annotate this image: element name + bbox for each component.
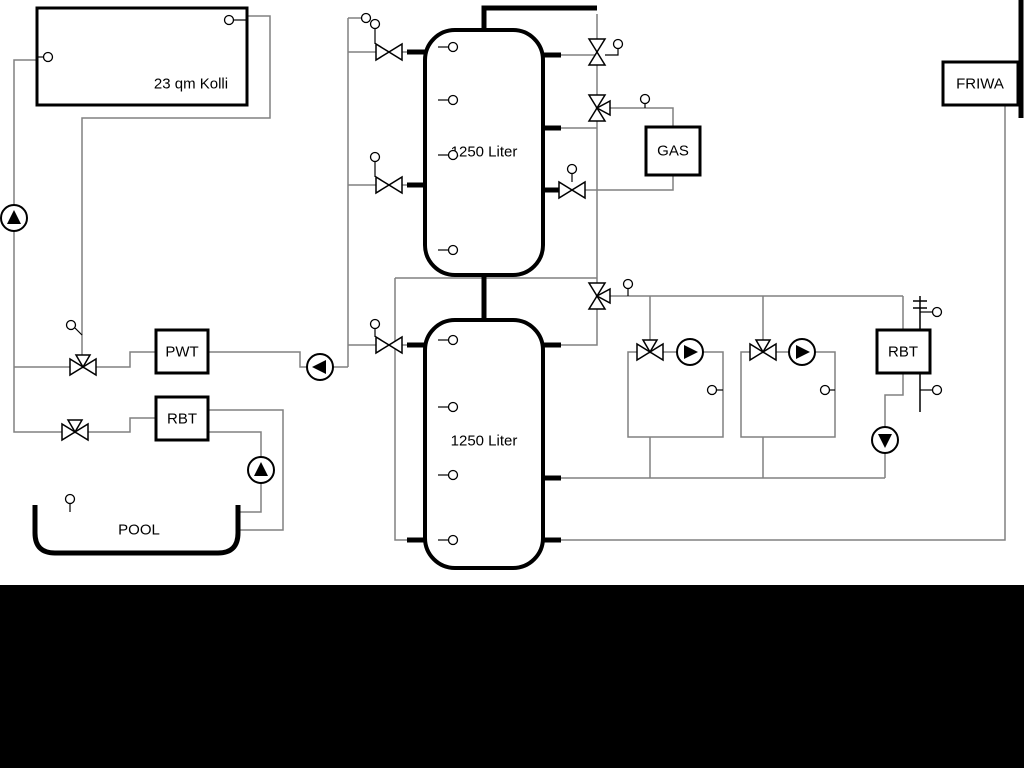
rbt-return-pump-icon <box>871 426 899 454</box>
pipes-thick <box>407 0 1024 543</box>
tank1-sensor-3-icon <box>438 149 459 161</box>
circuit2-sensor-icon <box>819 384 835 396</box>
friwa-box <box>941 60 1020 107</box>
solar-pwt-valve-icon <box>69 354 97 376</box>
components: 23 qm Kolli 1250 Liter 1250 Liter GAS FR… <box>32 6 1020 570</box>
riser-valve-sensor-icon <box>605 38 624 56</box>
tank1-charge-valve-1-icon <box>375 43 403 61</box>
gas-return-valve-icon <box>558 181 586 199</box>
heating-pump-1-icon <box>676 338 704 366</box>
rbt-right-box <box>875 328 932 375</box>
solar-rbt-valve-icon <box>61 419 89 441</box>
pool-pump-icon <box>247 456 275 484</box>
rbt-left-inlet-pipe <box>88 417 156 433</box>
solar-collector-label: 23 qm Kolli <box>154 76 228 93</box>
tank1-sensor-2-icon <box>438 94 459 106</box>
collector-sensor-left-icon <box>37 51 54 63</box>
gas-supply-sensor-icon <box>639 93 651 108</box>
pwt-heat-exchanger-box <box>154 328 210 375</box>
gas-boiler-label: GAS <box>657 143 689 160</box>
rbt-right-top-sensor-icon <box>920 306 943 318</box>
pool-sensor-icon <box>64 493 76 512</box>
pipes-thin <box>13 14 1021 541</box>
tank1-charge-valve-2-icon <box>375 176 403 194</box>
collector-sensor-right-icon <box>223 14 247 26</box>
tank1-sensor-1-icon <box>438 41 459 53</box>
rbt-right-bottom-sensor-icon <box>920 384 943 396</box>
solar-collector-box <box>35 6 249 107</box>
valve1-sensor-icon <box>369 18 381 44</box>
tank2-sensor-2-icon <box>438 401 459 413</box>
tank2-charge-valve-icon <box>375 336 403 354</box>
tank2-sensor-1-icon <box>438 334 459 346</box>
solar-line-sensor-icon <box>65 319 83 336</box>
bottom-black-band <box>0 585 1024 768</box>
heating-loop-2 <box>740 351 836 478</box>
solar-supply-pipe <box>81 15 271 355</box>
tank1-top-header-pipe <box>481 5 597 30</box>
heating-loop-1 <box>627 351 724 478</box>
valve2-sensor-icon <box>369 151 381 177</box>
pool-supply-pipe-low <box>238 483 262 513</box>
circuit1-mixing-valve-icon <box>636 339 664 361</box>
solar-pump-icon <box>0 204 28 232</box>
gas-return-sensor-icon <box>566 163 578 182</box>
circuit1-sensor-icon <box>706 384 723 396</box>
hot-riser-valve-icon <box>588 38 606 66</box>
pool-label: POOL <box>118 522 160 539</box>
gas-mixing-valve-icon <box>588 94 611 122</box>
pool-basin <box>32 505 241 556</box>
tank-stubs-left <box>407 49 425 543</box>
pwt-label: PWT <box>165 344 198 361</box>
circuit2-mixing-valve-icon <box>749 339 777 361</box>
buffer-tank-bottom <box>423 318 545 570</box>
buffer-tank-bottom-label: 1250 Liter <box>451 433 518 450</box>
pwt-outlet-pipe <box>208 351 307 368</box>
pwt-pump-icon <box>306 353 334 381</box>
buffer-tank-top <box>423 28 545 277</box>
manifold-top-sensor-icon <box>360 12 372 24</box>
riser-to-tank2-pipe <box>561 308 598 346</box>
rbt-left-label: RBT <box>167 411 197 428</box>
gas-boiler-box <box>644 125 702 177</box>
tank2-sensor-4-icon <box>438 534 459 546</box>
gas-supply-pipe <box>610 107 674 127</box>
pwt-inlet-pipe <box>96 351 156 368</box>
solar-return-pipe <box>13 59 62 433</box>
tank1-sensor-4-icon <box>438 244 459 256</box>
friwa-label: FRIWA <box>956 76 1004 93</box>
gas-return-pipe <box>585 175 674 191</box>
valve3-sensor-icon <box>369 318 381 337</box>
pool-return-pipe <box>208 409 284 531</box>
heating-supply-sensor-icon <box>622 278 634 296</box>
sensors <box>37 12 943 546</box>
pool-supply-pipe-high <box>208 431 262 457</box>
tank2-sensor-3-icon <box>438 469 459 481</box>
buffer-tank-top-label: 1250 Liter <box>451 144 518 161</box>
tank-bypass-riser <box>394 278 407 541</box>
heating-mixing-valve-icon <box>588 282 611 310</box>
rbt-right-label: RBT <box>888 344 918 361</box>
rbt-right-return-pipe <box>561 373 904 479</box>
heating-drops <box>649 296 904 340</box>
friwa-return-pipe <box>561 105 1006 541</box>
rbt-left-box <box>154 395 210 442</box>
rbt-right-heater-rod <box>913 296 927 412</box>
tank-stubs-right <box>543 52 561 543</box>
heating-pump-2-icon <box>788 338 816 366</box>
